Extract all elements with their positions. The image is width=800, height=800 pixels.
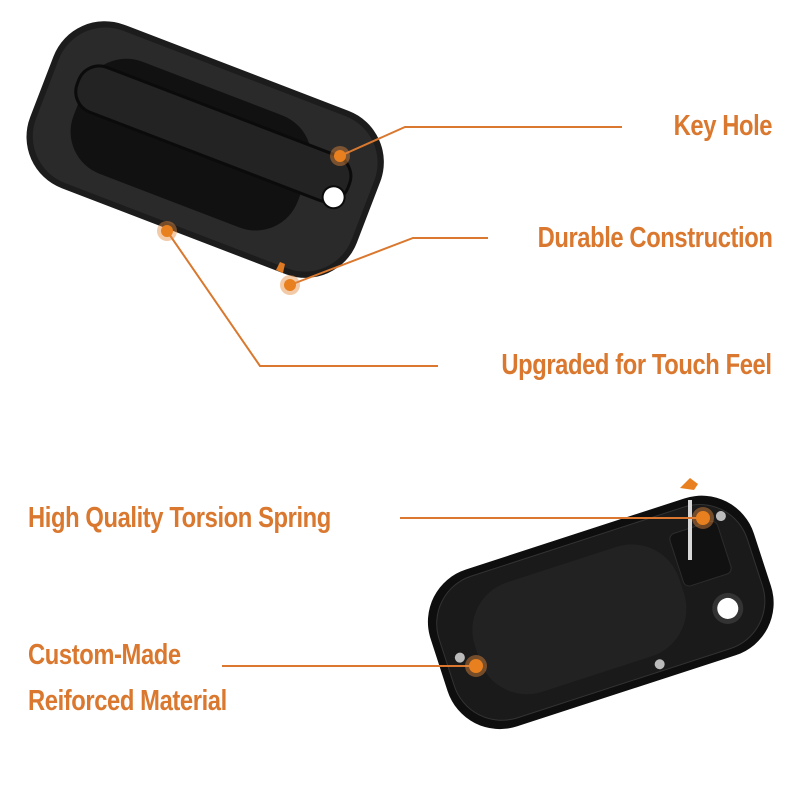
callout-durable-construction: Durable Construction	[537, 222, 772, 254]
callout-key-hole: Key Hole	[673, 110, 773, 142]
front-door-handle-image	[26, 21, 384, 278]
callout-dots-top	[157, 146, 350, 295]
callout-torsion-spring: High Quality Torsion Spring	[28, 502, 331, 534]
callout-dots-bottom	[465, 507, 714, 677]
callout-touch-feel: Upgraded for Touch Feel	[501, 349, 773, 381]
callout-lines-bottom	[222, 517, 702, 667]
rear-door-handle-image	[427, 495, 774, 730]
callout-lines-top	[166, 126, 622, 367]
callout-custom-made: Custom-Made	[28, 639, 181, 671]
callout-reinforced-material: Reiforced Material	[28, 685, 227, 717]
